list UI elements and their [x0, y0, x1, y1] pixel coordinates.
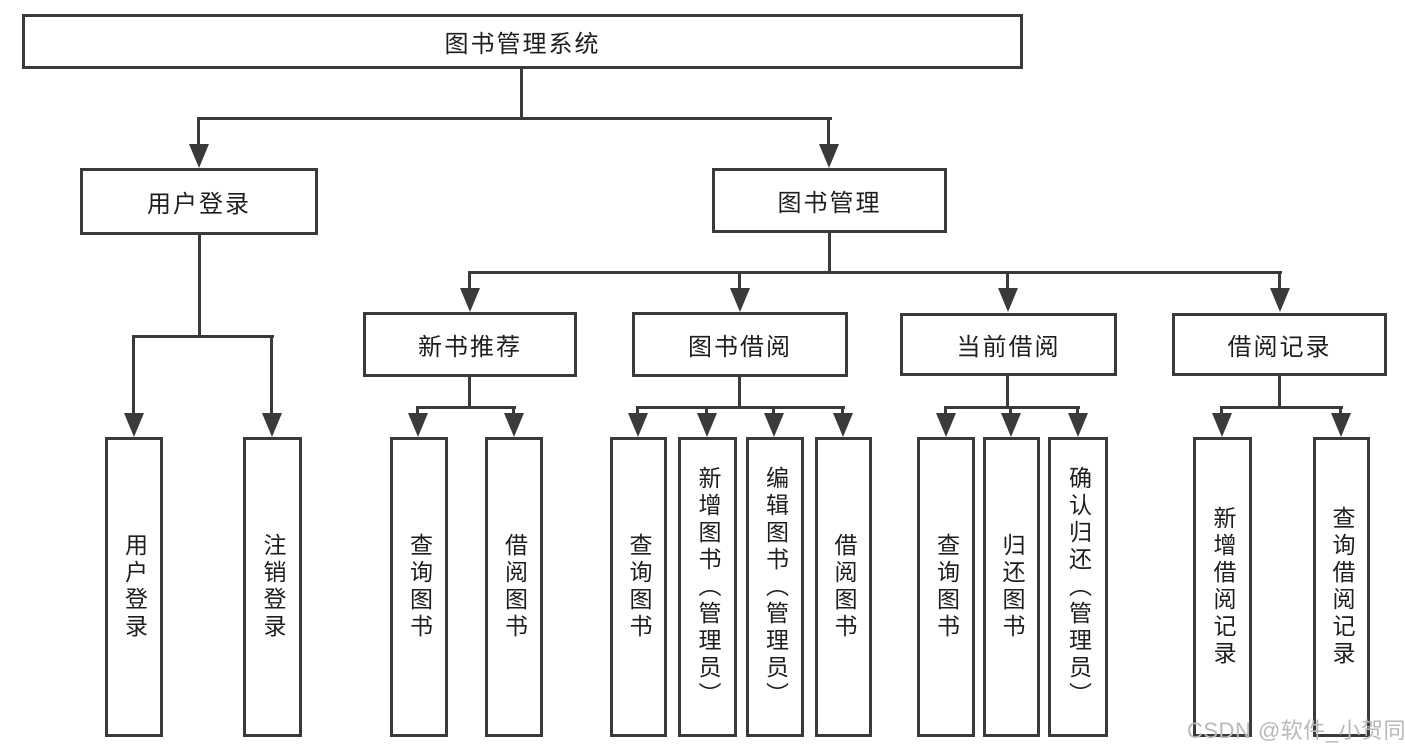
- arrowhead-to-leaf-logout: [262, 335, 282, 437]
- leaf-current-query-book: 查询图书: [917, 437, 975, 737]
- leaf-current-return-book: 归还图书: [983, 437, 1040, 737]
- arrowhead-to-current-confirm: [1068, 406, 1088, 437]
- csdn-watermark: CSDN @软件_小贺同学: [1187, 718, 1405, 743]
- leaf-recommend-borrow-book: 借阅图书: [485, 437, 543, 737]
- leaf-current-confirm-return: 确认归还（管理员）: [1048, 437, 1108, 737]
- leaf-borrow-borrow-book-label: 借阅图书: [831, 533, 857, 641]
- arrowhead-to-leaf-user-login: [124, 335, 144, 437]
- leaf-borrow-edit-book-label: 编辑图书（管理员）: [762, 465, 789, 709]
- node-new-book-recommend-label: 新书推荐: [418, 334, 522, 361]
- connector-root-stem: [520, 69, 523, 119]
- connector-user-login-stem: [198, 235, 201, 338]
- arrowhead-to-recommend-query: [408, 406, 428, 437]
- arrowhead-to-current-return: [1001, 406, 1021, 437]
- node-borrowing-records: 借阅记录: [1172, 313, 1387, 376]
- arrowhead-to-record-add: [1212, 406, 1232, 437]
- arrowhead-to-borrow-edit: [764, 406, 784, 437]
- leaf-current-confirm-return-label: 确认归还（管理员）: [1065, 465, 1092, 709]
- arrowhead-to-current-query: [936, 406, 956, 437]
- leaf-record-query: 查询借阅记录: [1313, 437, 1370, 737]
- arrowhead-to-recommend-borrow: [504, 406, 524, 437]
- arrowhead-to-record-query: [1331, 406, 1351, 437]
- leaf-recommend-query-book: 查询图书: [390, 437, 448, 737]
- arrowhead-to-book-management: [819, 117, 839, 168]
- connector-book-management-bar: [468, 271, 1282, 274]
- arrowhead-to-borrowing-records: [1270, 271, 1290, 312]
- node-current-borrowing-label: 当前借阅: [956, 334, 1061, 361]
- connector-recommend-stem: [468, 377, 471, 409]
- node-new-book-recommend: 新书推荐: [363, 312, 577, 377]
- connector-recommend-bar: [416, 406, 516, 409]
- connector-current-bar: [944, 406, 1080, 409]
- leaf-record-query-label: 查询借阅记录: [1329, 506, 1355, 668]
- connector-user-login-bar: [132, 335, 274, 338]
- arrowhead-to-borrow-borrow: [833, 406, 853, 437]
- arrowhead-to-book-borrowing: [730, 271, 750, 312]
- leaf-user-login-label: 用户登录: [121, 533, 148, 641]
- leaf-record-add-label: 新增借阅记录: [1210, 506, 1236, 668]
- arrowhead-to-current-borrowing: [998, 271, 1018, 312]
- leaf-borrow-query-book-label: 查询图书: [626, 533, 652, 641]
- node-root: 图书管理系统: [22, 14, 1023, 69]
- connector-current-stem: [1006, 376, 1009, 409]
- connector-borrowing-bar: [636, 406, 845, 409]
- leaf-record-add: 新增借阅记录: [1193, 437, 1252, 737]
- node-book-management-label: 图书管理: [777, 190, 882, 217]
- connector-borrowing-stem: [738, 377, 741, 409]
- connector-root-bar: [198, 117, 832, 120]
- leaf-current-return-book-label: 归还图书: [999, 533, 1025, 641]
- arrowhead-to-user-login: [189, 117, 209, 168]
- arrowhead-to-new-book-recommend: [460, 271, 480, 312]
- connector-book-management-stem: [828, 233, 831, 274]
- leaf-borrow-borrow-book: 借阅图书: [815, 437, 872, 737]
- arrowhead-to-borrow-query: [628, 406, 648, 437]
- leaf-user-login: 用户登录: [105, 437, 163, 737]
- leaf-borrow-edit-book: 编辑图书（管理员）: [746, 437, 804, 737]
- connector-records-stem: [1278, 376, 1281, 409]
- node-current-borrowing: 当前借阅: [900, 313, 1117, 376]
- leaf-borrow-query-book: 查询图书: [610, 437, 667, 737]
- node-user-login-label: 用户登录: [147, 191, 251, 218]
- leaf-logout: 注销登录: [243, 437, 302, 737]
- node-user-login: 用户登录: [80, 168, 318, 235]
- leaf-recommend-query-book-label: 查询图书: [406, 533, 433, 641]
- leaf-borrow-add-book: 新增图书（管理员）: [678, 437, 737, 737]
- leaf-recommend-borrow-book-label: 借阅图书: [501, 533, 528, 641]
- connector-records-bar: [1220, 406, 1343, 409]
- node-root-label: 图书管理系统: [444, 31, 601, 58]
- node-book-borrowing: 图书借阅: [632, 312, 848, 377]
- leaf-current-query-book-label: 查询图书: [933, 533, 960, 641]
- leaf-logout-label: 注销登录: [260, 533, 286, 641]
- node-book-management: 图书管理: [712, 168, 947, 233]
- leaf-borrow-add-book-label: 新增图书（管理员）: [695, 465, 721, 709]
- node-borrowing-records-label: 借阅记录: [1227, 334, 1332, 361]
- arrowhead-to-borrow-add: [697, 406, 717, 437]
- node-book-borrowing-label: 图书借阅: [688, 334, 792, 361]
